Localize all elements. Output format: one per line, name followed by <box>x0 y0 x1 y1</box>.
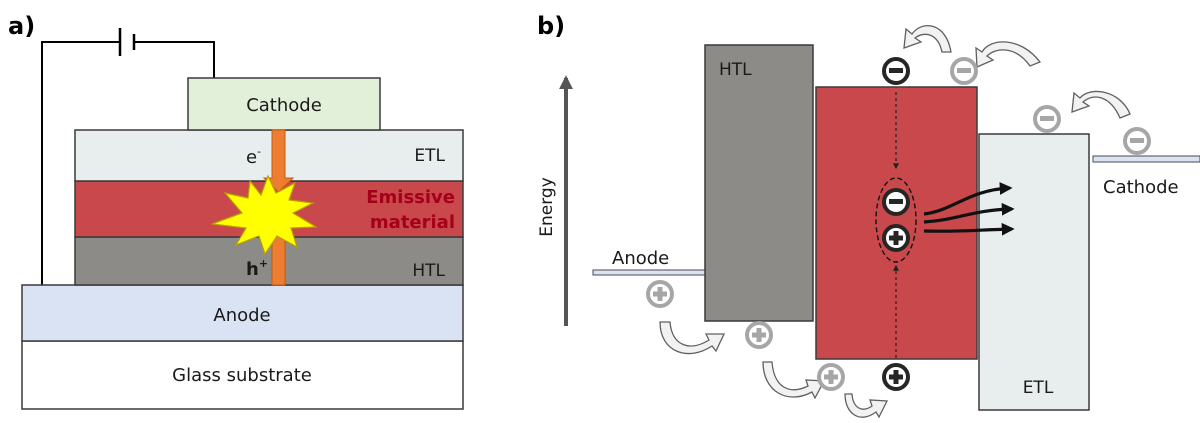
electron-current-arrow <box>262 129 295 193</box>
etl-label: ETL <box>414 146 445 166</box>
panel-b: b) Energy Anode Cathode HTL ETL <box>537 12 1200 419</box>
panel-b-label: b) <box>537 12 565 40</box>
anode-label: Anode <box>213 305 270 326</box>
battery-icon <box>118 28 136 56</box>
exciton-hole <box>882 224 910 252</box>
substrate-label: Glass substrate <box>172 365 312 386</box>
htl-band <box>704 44 814 322</box>
substrate-layer <box>21 340 464 410</box>
electron-charge <box>1033 105 1061 133</box>
panel-a: a) Cathode ETL Emissive material HTL Ano… <box>8 12 464 410</box>
hole-charge <box>882 363 910 391</box>
electron-icon: e- <box>246 145 261 168</box>
curved-arrow-icon <box>659 25 1131 419</box>
etl-band <box>978 133 1090 411</box>
panel-a-label: a) <box>8 12 35 40</box>
cathode-label: Cathode <box>246 95 322 116</box>
emissive-label-line2: material <box>370 212 455 233</box>
flash-icon <box>211 174 319 256</box>
hole-charge <box>817 363 845 391</box>
exciton-ellipse <box>875 177 917 263</box>
hole-charge <box>745 321 773 349</box>
electron-charge <box>1123 127 1151 155</box>
exciton-electron <box>882 188 910 216</box>
hole-icon: h+ <box>246 257 268 280</box>
circuit-wire <box>41 41 215 285</box>
cathode-electrode <box>1092 155 1200 163</box>
emissive-label-line1: Emissive <box>366 187 455 208</box>
cathode-b-label: Cathode <box>1103 177 1179 198</box>
hole-charge <box>646 280 674 308</box>
etl-layer <box>74 129 464 182</box>
emission-arrow-icon <box>923 182 1015 236</box>
anode-layer <box>21 284 464 342</box>
emissive-band <box>815 86 978 360</box>
htl-label: HTL <box>412 261 445 281</box>
anode-b-label: Anode <box>612 248 669 269</box>
electron-charge <box>950 57 978 85</box>
anode-electrode <box>592 269 706 276</box>
energy-axis-label: Energy <box>537 177 557 237</box>
electron-charge <box>882 57 910 85</box>
cathode-layer <box>187 77 381 131</box>
etl-b-label: ETL <box>1023 378 1054 398</box>
htl-b-label: HTL <box>719 60 752 80</box>
